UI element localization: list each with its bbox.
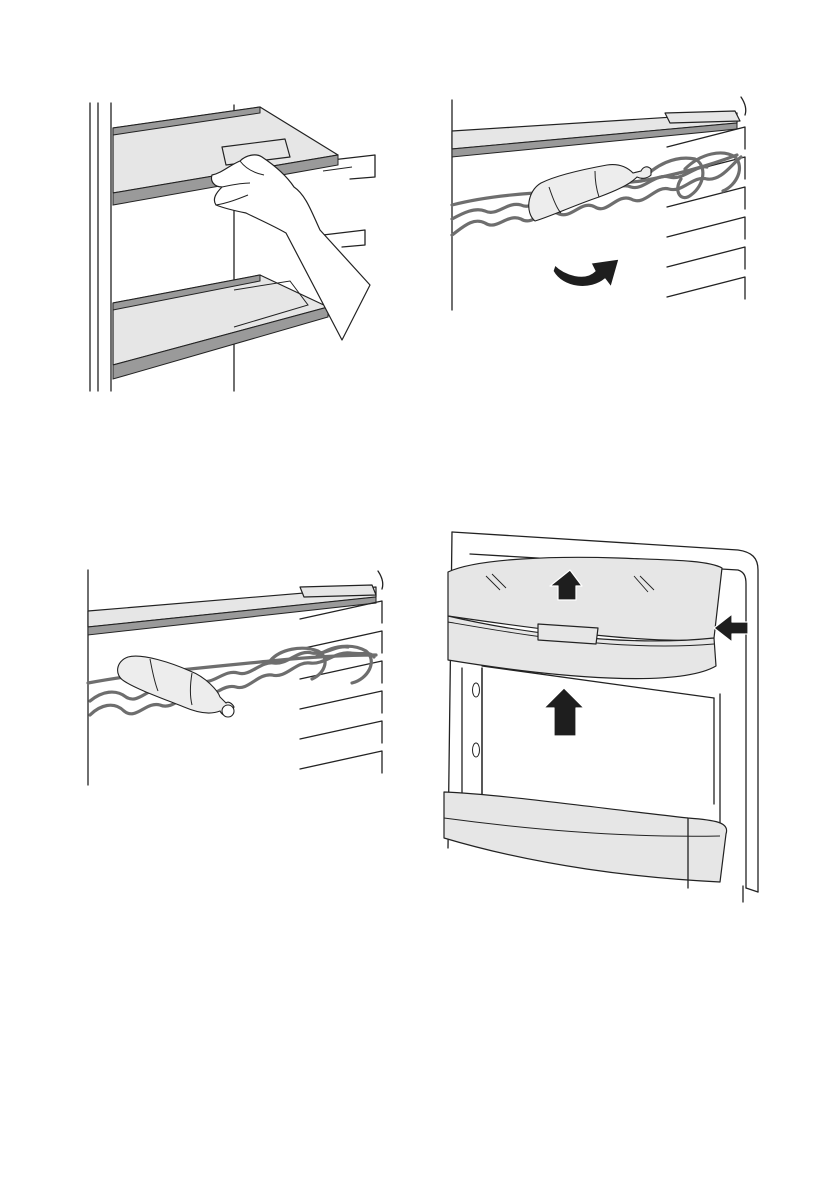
figure-rack-bottle: [80, 565, 390, 790]
push-arrow-icon: [714, 614, 748, 642]
tilt-arrow-icon: [553, 259, 619, 287]
wine-bottle-icon: [529, 165, 651, 221]
rail-slots: [667, 127, 745, 299]
figure-shelf-removal: [80, 95, 390, 395]
figure-door-balcony: [438, 518, 768, 903]
rail-slots: [300, 601, 382, 773]
up-arrow-icon: [544, 688, 584, 736]
figure-rack-tilt: [445, 95, 755, 315]
